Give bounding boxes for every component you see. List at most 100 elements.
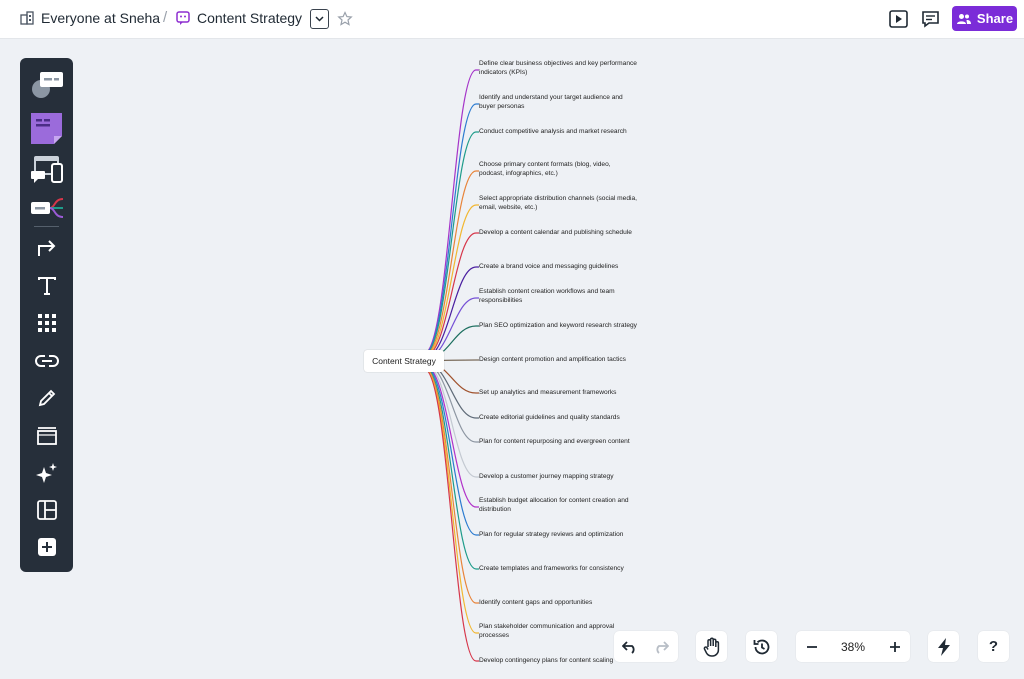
layout-icon: [36, 500, 57, 520]
zoom-value: 38%: [840, 639, 866, 654]
breadcrumb-separator: /: [163, 9, 168, 26]
tool-ai[interactable]: [26, 457, 67, 489]
redo-button[interactable]: [645, 631, 676, 662]
version-history-button[interactable]: [746, 631, 777, 662]
branch-connector: [423, 69, 479, 354]
branch-connector: [423, 367, 479, 634]
mindmap-branch-node[interactable]: Conduct competitive analysis and market …: [479, 128, 627, 135]
history-group: [746, 631, 777, 662]
link-icon: [34, 354, 59, 368]
branch-connector: [423, 366, 479, 604]
help-button[interactable]: ?: [978, 631, 1009, 662]
branch-connector: [423, 364, 479, 536]
share-label: Share: [976, 11, 1014, 26]
mindmap-branch-node[interactable]: Plan SEO optimization and keyword resear…: [479, 322, 637, 329]
branch-connector: [423, 170, 479, 357]
quick-actions-button[interactable]: [928, 631, 959, 662]
arrow-connector-icon: [36, 238, 58, 258]
left-toolbar: [20, 58, 73, 572]
undo-redo-group: [614, 631, 678, 662]
tool-wireframe[interactable]: [26, 154, 67, 186]
mindmap-center-node[interactable]: Content Strategy: [364, 350, 444, 372]
mindmap-branch-node[interactable]: Plan stakeholder communication and appro…: [479, 623, 615, 640]
question-icon: ?: [988, 638, 999, 655]
board-menu-dropdown[interactable]: [310, 9, 329, 29]
building-icon: [20, 11, 34, 25]
hand-tool-group: [696, 631, 727, 662]
branch-connector: [423, 368, 479, 662]
branch-connector: [423, 365, 479, 570]
mindmap-branch-node[interactable]: Create a brand voice and messaging guide…: [479, 263, 619, 270]
zoom-level[interactable]: 38%: [827, 631, 879, 662]
mindmap-branch-node[interactable]: Plan for regular strategy reviews and op…: [479, 531, 624, 538]
mindmap-branch-node[interactable]: Create editorial guidelines and quality …: [479, 414, 620, 421]
zoom-in-button[interactable]: [879, 631, 910, 662]
branch-connector: [423, 204, 479, 358]
tool-sticky-note[interactable]: [26, 110, 67, 146]
mindmap-branch-node[interactable]: Define clear business objectives and key…: [479, 60, 637, 77]
plus-icon: [889, 641, 901, 653]
device-icon: [30, 155, 64, 185]
tool-grid[interactable]: [26, 307, 67, 339]
zoom-out-button[interactable]: [796, 631, 827, 662]
tool-pen[interactable]: [26, 382, 67, 414]
breadcrumb-board[interactable]: Content Strategy: [176, 10, 302, 26]
mindmap-branch-node[interactable]: Develop a customer journey mapping strat…: [479, 473, 614, 480]
chevron-down-icon: [315, 16, 324, 22]
mindmap-branch-node[interactable]: Identify and understand your target audi…: [479, 94, 623, 111]
grid-dots-icon: [37, 314, 56, 332]
star-icon: [337, 11, 353, 27]
tool-link[interactable]: [26, 345, 67, 377]
breadcrumb-workspace[interactable]: Everyone at Sneha: [20, 10, 160, 26]
mindmap-branch-node[interactable]: Choose primary content formats (blog, vi…: [479, 161, 611, 178]
undo-button[interactable]: [614, 631, 645, 662]
mindmap-branch-node[interactable]: Establish content creation workflows and…: [479, 288, 615, 305]
tool-frame[interactable]: [26, 420, 67, 452]
comments-button[interactable]: [918, 7, 942, 31]
favorite-star-button[interactable]: [333, 7, 357, 31]
tool-connector[interactable]: [26, 232, 67, 264]
sparkle-icon: [35, 462, 58, 484]
toolbar-divider: [34, 226, 59, 227]
tool-mindmap[interactable]: [26, 192, 67, 224]
plus-square-icon: [37, 538, 56, 556]
branch-connector: [423, 103, 479, 355]
help-group: ?: [978, 631, 1009, 662]
users-icon: [956, 13, 972, 25]
mindmap-branch-node[interactable]: Establish budget allocation for content …: [479, 497, 629, 514]
pencil-icon: [37, 388, 57, 408]
tool-templates[interactable]: [26, 494, 67, 526]
redo-icon: [653, 640, 669, 654]
hand-tool-button[interactable]: [696, 631, 727, 662]
workspace-name: Everyone at Sneha: [41, 10, 161, 26]
mindmap-branch-node[interactable]: Design content promotion and amplificati…: [479, 356, 626, 363]
present-button[interactable]: [886, 7, 910, 31]
branch-connector: [423, 232, 479, 358]
undo-icon: [621, 640, 638, 654]
tool-more[interactable]: [26, 531, 67, 563]
mindmap-branch-node[interactable]: Select appropriate distribution channels…: [479, 195, 637, 212]
branch-connector: [423, 131, 479, 356]
text-icon: [37, 276, 57, 296]
top-bar: Everyone at Sneha / Content Strategy Sha…: [0, 0, 1024, 39]
hand-icon: [703, 637, 721, 657]
lightning-icon: [937, 637, 951, 656]
mindmap-branch-node[interactable]: Develop contingency plans for content sc…: [479, 657, 614, 664]
mindmap-branch-node[interactable]: Create templates and frameworks for cons…: [479, 565, 624, 572]
share-button[interactable]: Share: [952, 6, 1017, 31]
sticky-note-icon: [30, 112, 63, 145]
board-title: Content Strategy: [197, 10, 303, 26]
frame-icon: [36, 427, 58, 445]
mindmap-branch-node[interactable]: Develop a content calendar and publishin…: [479, 229, 632, 236]
minus-icon: [806, 641, 818, 653]
tool-shapes[interactable]: [26, 68, 67, 100]
history-icon: [753, 638, 771, 656]
mindmap-branch-node[interactable]: Set up analytics and measurement framewo…: [479, 389, 617, 396]
mindmap-icon: [30, 195, 64, 221]
zoom-controls: 38%: [796, 631, 910, 662]
board-icon: [176, 10, 190, 26]
tool-text[interactable]: [26, 270, 67, 302]
comment-icon: [921, 10, 940, 28]
mindmap-branch-node[interactable]: Plan for content repurposing and evergre…: [479, 438, 630, 445]
mindmap-branch-node[interactable]: Identify content gaps and opportunities: [479, 599, 593, 606]
